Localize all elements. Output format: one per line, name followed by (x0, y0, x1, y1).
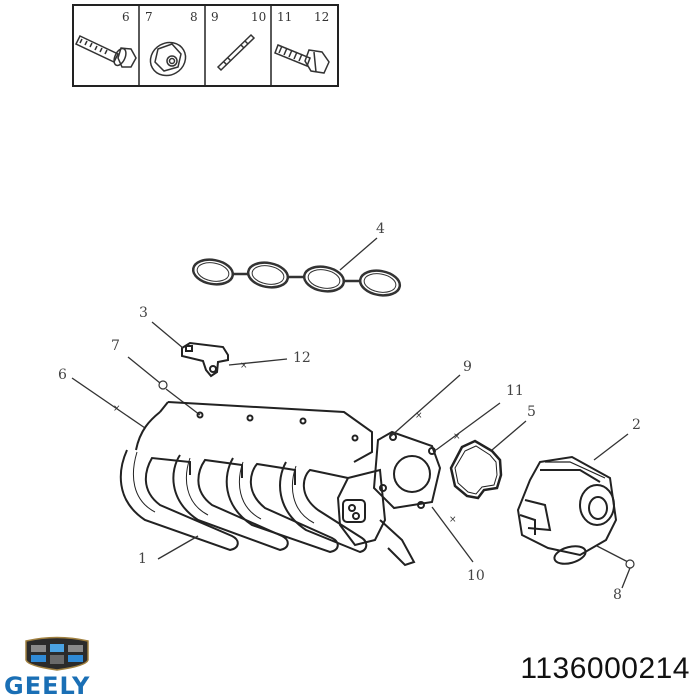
flange-nut-icon (149, 41, 187, 77)
fastener-marker-icon: × (449, 515, 457, 525)
legend-label-9: 9 (211, 10, 219, 24)
callout-8: 8 (613, 587, 622, 603)
callout-6: 6 (58, 367, 67, 383)
fastener-marker-icon: × (240, 361, 248, 371)
callout-9: 9 (463, 359, 472, 375)
hex-bolt-icon (274, 44, 330, 74)
throttle-body-gasket (449, 439, 503, 500)
leader-line-4 (339, 237, 378, 271)
legend-label-11: 11 (277, 10, 293, 24)
legend-label-6: 6 (122, 10, 130, 24)
callout-10: 10 (467, 568, 485, 584)
legend-label-7: 7 (145, 10, 153, 24)
leader-line-1 (157, 535, 199, 560)
leader-line-6 (71, 377, 146, 429)
leader-line-9 (389, 374, 461, 438)
legend-label-10: 10 (251, 10, 267, 24)
nut-marker-icon (625, 559, 635, 569)
geely-shield-logo-icon (25, 636, 89, 671)
leader-line-3 (151, 321, 184, 349)
leader-line-7 (127, 356, 161, 384)
throttle-body (516, 455, 618, 565)
fastener-marker-icon: × (453, 432, 461, 442)
fastener-marker-icon: × (415, 411, 423, 421)
leader-line-12 (228, 358, 288, 366)
stud-icon (216, 33, 256, 72)
callout-1: 1 (138, 551, 147, 567)
callout-11: 11 (506, 383, 524, 399)
fastener-legend-box (72, 4, 339, 87)
nut-marker-icon (158, 380, 168, 390)
callout-2: 2 (632, 417, 641, 433)
legend-label-8: 8 (190, 10, 198, 24)
brand-name: GEELY (4, 672, 91, 700)
intake-manifold-gasket (191, 258, 402, 297)
map-sensor (181, 341, 229, 378)
flange-bolt-icon (74, 35, 137, 68)
leader-line-10 (431, 506, 474, 563)
callout-4: 4 (376, 221, 385, 237)
callout-3: 3 (139, 305, 148, 321)
callout-12: 12 (293, 350, 311, 366)
fastener-marker-icon: × (113, 404, 121, 414)
leader-line-2 (593, 433, 629, 461)
callout-5: 5 (527, 404, 536, 420)
intake-manifold (119, 401, 442, 567)
leader-line-5 (491, 420, 527, 451)
legend-label-12: 12 (314, 10, 330, 24)
leader-line-8 (596, 545, 629, 563)
leader-line-11 (435, 402, 501, 451)
part-number: 1136000214 (520, 652, 690, 685)
callout-7: 7 (111, 338, 120, 354)
